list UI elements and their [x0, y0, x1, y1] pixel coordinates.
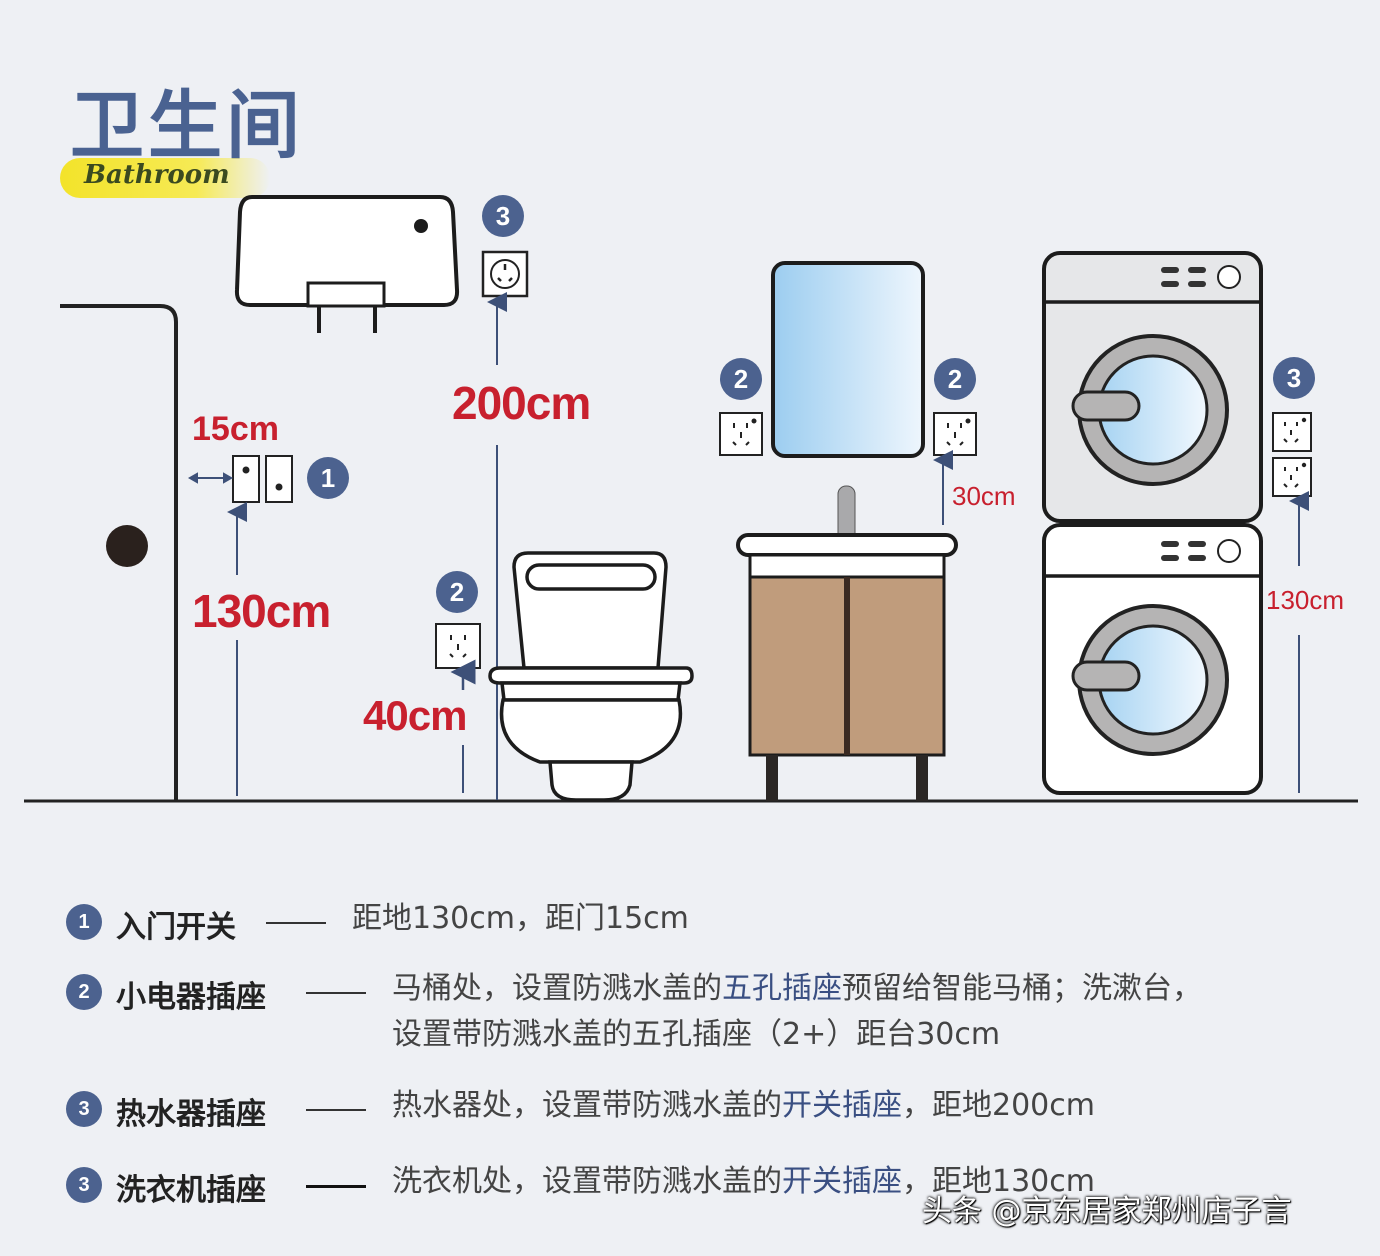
toilet-icon — [488, 551, 694, 802]
legend-name: 入门开关 — [116, 910, 236, 945]
toilet-outlet-icon — [435, 623, 481, 669]
legend-highlight: 开关插座 — [782, 1088, 902, 1123]
legend-desc: 洗衣机处，设置带防溅水盖的开关插座，距地130cm — [392, 1164, 1095, 1199]
legend-dash — [306, 1185, 366, 1188]
legend-badge: 1 — [66, 904, 102, 940]
legend-desc: 热水器处，设置带防溅水盖的开关插座，距地200cm — [392, 1088, 1095, 1123]
water-heater-outlet-icon — [481, 250, 529, 298]
mirror-right-outlet-icon — [933, 412, 977, 456]
legend-item-water-heater: 3 热水器插座 热水器处，设置带防溅水盖的开关插座，距地200cm — [66, 1088, 1095, 1133]
legend-item-washer: 3 洗衣机插座 洗衣机处，设置带防溅水盖的开关插座，距地130cm — [66, 1164, 1095, 1209]
water-heater-icon — [234, 195, 460, 333]
legend-item-switch: 1 入门开关 距地130cm，距门15cm — [66, 901, 689, 946]
subtitle-highlight — [60, 158, 270, 198]
dryer-icon — [1042, 251, 1263, 523]
badge-mirror-right: 2 — [934, 358, 976, 400]
legend-name: 洗衣机插座 — [116, 1173, 266, 1208]
dimension-sink-outlet: 30cm — [952, 481, 1016, 511]
washer-outlet-lower-icon — [1272, 457, 1312, 497]
badge-toilet: 2 — [436, 571, 478, 613]
legend-badge: 3 — [66, 1167, 102, 1203]
vanity-cabinet-icon — [736, 485, 958, 801]
dimension-toilet-outlet-height: 40cm — [363, 692, 467, 739]
legend-desc: 马桶处，设置防溅水盖的五孔插座预留给智能马桶；洗漱台， 设置带防溅水盖的五孔插座… — [392, 971, 1202, 1052]
badge-switch: 1 — [307, 457, 349, 499]
legend-highlight: 开关插座 — [782, 1164, 902, 1199]
door-distance-arrow — [187, 472, 234, 484]
dimension-water-heater-height: 200cm — [452, 377, 591, 429]
badge-mirror-left: 2 — [720, 358, 762, 400]
washer-outlet-upper-icon — [1272, 412, 1312, 452]
dimension-switch-door: 15cm — [192, 410, 279, 448]
door-icon — [60, 304, 178, 801]
bathroom-diagram — [24, 195, 1358, 803]
legend-dash — [306, 1109, 366, 1111]
page-title: 卫生间 — [70, 83, 304, 169]
legend-dash — [266, 922, 326, 924]
dimension-switch-height: 130cm — [192, 585, 331, 637]
badge-washer: 3 — [1273, 357, 1315, 399]
dimension-washer-outlet-height: 130cm — [1266, 585, 1345, 615]
legend-highlight: 五孔插座 — [722, 971, 842, 1006]
washing-machine-icon — [1042, 523, 1263, 795]
legend-badge: 3 — [66, 1091, 102, 1127]
legend-name: 小电器插座 — [116, 980, 266, 1015]
legend-dash — [306, 992, 366, 994]
watermark: 头条 @京东居家郑州店子言 — [922, 1194, 1292, 1229]
mirror-icon — [771, 261, 925, 458]
legend-desc: 距地130cm，距门15cm — [352, 901, 689, 936]
mirror-left-outlet-icon — [719, 412, 763, 456]
legend-badge: 2 — [66, 974, 102, 1010]
light-switch-icon — [232, 455, 293, 503]
page-subtitle: Bathroom — [84, 160, 230, 190]
legend-item-small-appliance: 2 小电器插座 马桶处，设置防溅水盖的五孔插座预留给智能马桶；洗漱台， 设置带防… — [66, 971, 1202, 1058]
badge-water-heater: 3 — [482, 195, 524, 237]
legend-name: 热水器插座 — [116, 1097, 266, 1132]
